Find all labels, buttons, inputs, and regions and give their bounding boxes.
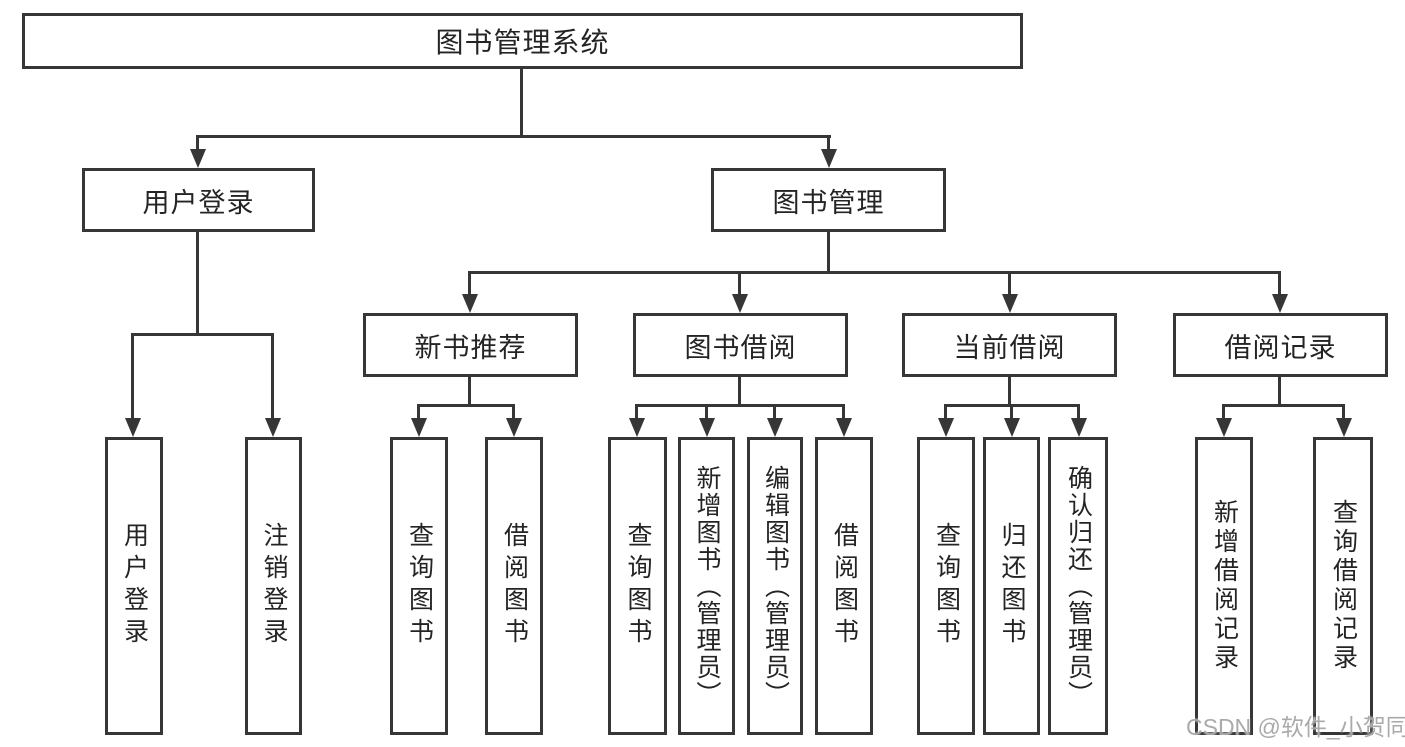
- connector-rec-stub-2: [512, 404, 515, 421]
- leaf-add-borrow-record-label: 新增借阅记录: [1210, 499, 1239, 673]
- leaf-edit-books-admin: 编辑图书（管理员）: [747, 437, 803, 735]
- connector-borrow-stub-4: [842, 404, 845, 421]
- leaf-rec-borrow-books-label: 借阅图书: [500, 522, 529, 650]
- leaf-confirm-return-admin-label: 确认归还（管理员）: [1064, 464, 1093, 708]
- leaf-current-query-books: 查询图书: [917, 437, 975, 735]
- connector-current-stub-1: [944, 404, 947, 421]
- leaf-add-books-admin-label: 新增图书（管理员）: [693, 464, 721, 708]
- arrow-rec-leaf-1: [411, 418, 427, 437]
- leaf-confirm-return-admin: 确认归还（管理员）: [1048, 437, 1108, 735]
- connector-login-branch: [131, 333, 274, 336]
- connector-records-branch: [1222, 404, 1345, 407]
- leaf-borrow-books-label: 借阅图书: [830, 522, 859, 650]
- arrow-to-new-book-rec: [462, 294, 478, 313]
- connector-records-stub-2: [1342, 404, 1345, 421]
- connector-mgmt-stub-1: [468, 271, 471, 297]
- arrow-to-borrow-records: [1272, 294, 1288, 313]
- connector-root-stem: [520, 69, 523, 137]
- leaf-add-borrow-record: 新增借阅记录: [1195, 437, 1253, 735]
- node-borrow-records-label: 借阅记录: [1224, 332, 1337, 363]
- leaf-edit-books-admin-label: 编辑图书（管理员）: [761, 464, 790, 708]
- connector-root-left-stub: [196, 135, 199, 152]
- connector-current-stub-2: [1010, 404, 1013, 421]
- leaf-query-borrow-record: 查询借阅记录: [1313, 437, 1373, 735]
- arrow-borrow-leaf-4: [836, 418, 852, 437]
- leaf-user-login-label: 用户登录: [120, 522, 149, 650]
- node-user-login: 用户登录: [82, 168, 315, 232]
- leaf-rec-borrow-books: 借阅图书: [485, 437, 543, 735]
- leaf-logout-label: 注销登录: [260, 522, 288, 650]
- connector-borrow-stub-3: [773, 404, 776, 421]
- leaf-borrow-query-books-label: 查询图书: [624, 522, 652, 650]
- node-current-borrow-label: 当前借阅: [953, 332, 1066, 363]
- connector-mgmt-stub-3: [1008, 271, 1011, 297]
- connector-login-left-stub: [131, 333, 134, 421]
- connector-current-stem: [1008, 377, 1011, 407]
- leaf-borrow-books: 借阅图书: [815, 437, 873, 735]
- connector-records-stem: [1278, 377, 1281, 407]
- node-root-label: 图书管理系统: [435, 27, 610, 58]
- arrow-records-leaf-1: [1216, 418, 1232, 437]
- connector-mgmt-stub-2: [738, 271, 741, 297]
- arrow-borrow-leaf-3: [767, 418, 783, 437]
- connector-rec-stem: [468, 377, 471, 407]
- leaf-current-query-books-label: 查询图书: [932, 522, 961, 650]
- node-root: 图书管理系统: [22, 13, 1023, 69]
- node-book-borrow: 图书借阅: [633, 313, 848, 377]
- arrow-to-logout-leaf: [265, 418, 281, 437]
- leaf-query-borrow-record-label: 查询借阅记录: [1329, 499, 1358, 673]
- arrow-records-leaf-2: [1336, 418, 1352, 437]
- connector-borrow-stub-1: [635, 404, 638, 421]
- arrow-to-login-leaf: [125, 418, 141, 437]
- node-book-mgmt-label: 图书管理: [772, 187, 885, 218]
- connector-login-right-stub: [271, 333, 274, 421]
- node-borrow-records: 借阅记录: [1173, 313, 1388, 377]
- connector-mgmt-stub-4: [1278, 271, 1281, 297]
- arrow-current-leaf-3: [1071, 418, 1087, 437]
- connector-rec-branch: [417, 404, 515, 407]
- leaf-logout: 注销登录: [245, 437, 302, 735]
- arrow-borrow-leaf-2: [699, 418, 715, 437]
- connector-current-stub-3: [1077, 404, 1080, 421]
- arrow-to-book-borrow: [732, 294, 748, 313]
- node-new-book-rec: 新书推荐: [363, 313, 578, 377]
- arrow-to-current-borrow: [1002, 294, 1018, 313]
- node-new-book-rec-label: 新书推荐: [414, 332, 527, 363]
- arrow-rec-leaf-2: [506, 418, 522, 437]
- connector-root-right-stub: [827, 135, 830, 152]
- arrow-to-user-login: [190, 149, 206, 168]
- arrow-current-leaf-2: [1004, 418, 1020, 437]
- connector-borrow-branch: [635, 404, 845, 407]
- node-current-borrow: 当前借阅: [902, 313, 1117, 377]
- connector-mgmt-branch: [468, 271, 1281, 274]
- connector-mgmt-stem: [827, 232, 830, 274]
- connector-root-branch: [196, 135, 831, 138]
- connector-login-stem: [196, 232, 199, 336]
- node-book-borrow-label: 图书借阅: [684, 332, 797, 363]
- csdn-watermark: CSDN @软件_小贺同学: [1186, 714, 1405, 740]
- connector-borrow-stem: [738, 377, 741, 407]
- leaf-rec-query-books: 查询图书: [390, 437, 448, 735]
- leaf-add-books-admin: 新增图书（管理员）: [678, 437, 735, 735]
- leaf-borrow-query-books: 查询图书: [608, 437, 667, 735]
- node-book-mgmt: 图书管理: [711, 168, 946, 232]
- node-user-login-label: 用户登录: [142, 187, 255, 218]
- arrow-current-leaf-1: [938, 418, 954, 437]
- connector-records-stub-1: [1222, 404, 1225, 421]
- arrow-borrow-leaf-1: [629, 418, 645, 437]
- arrow-to-book-mgmt: [821, 149, 837, 168]
- connector-borrow-stub-2: [705, 404, 708, 421]
- leaf-user-login: 用户登录: [105, 437, 163, 735]
- connector-rec-stub-1: [417, 404, 420, 421]
- leaf-return-books: 归还图书: [983, 437, 1040, 735]
- leaf-return-books-label: 归还图书: [998, 522, 1026, 650]
- leaf-rec-query-books-label: 查询图书: [405, 522, 434, 650]
